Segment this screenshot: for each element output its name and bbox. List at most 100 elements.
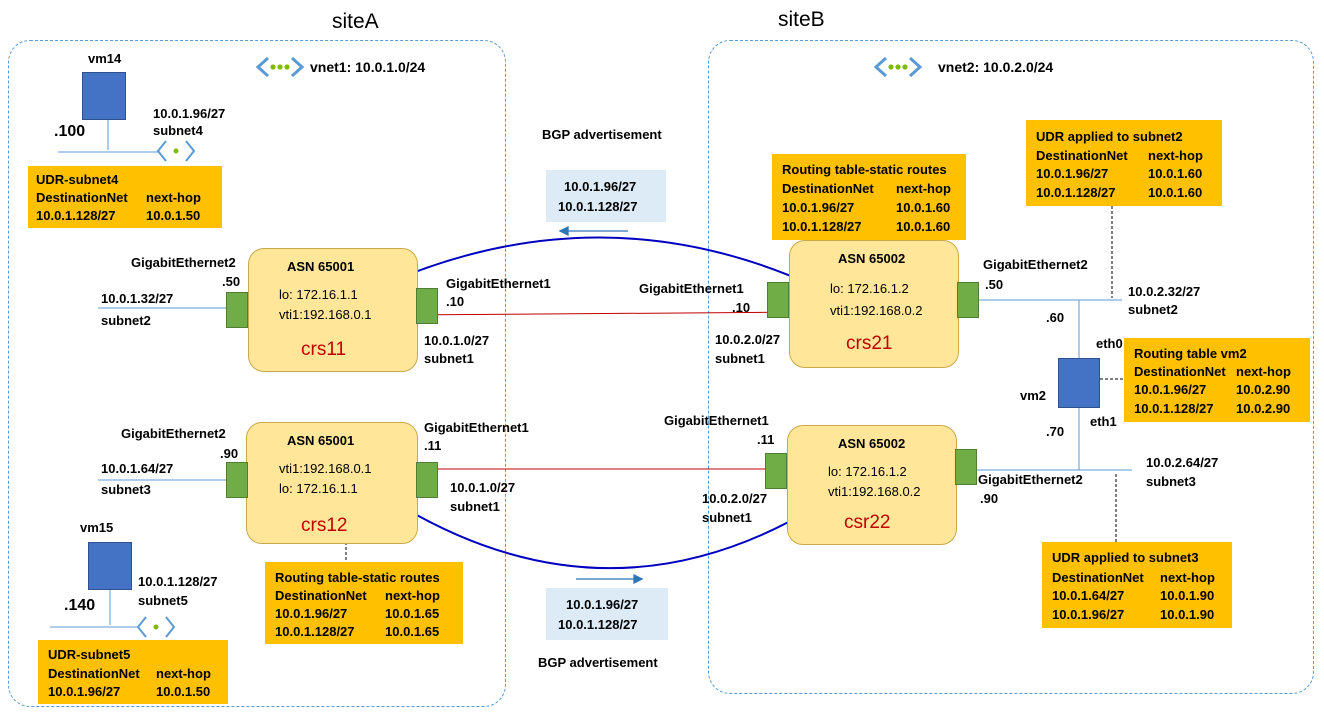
- bgp-bottom-label: BGP advertisement: [538, 655, 658, 670]
- csr22-lo: lo: 172.16.1.2: [828, 464, 907, 479]
- vm15-icon[interactable]: [88, 542, 132, 590]
- crs12-router[interactable]: ASN 65001 vti1:192.168.0.1 lo: 172.16.1.…: [246, 422, 418, 544]
- crs12-ge2-net: 10.0.1.64/27: [101, 461, 174, 476]
- crs12-lo: lo: 172.16.1.1: [279, 481, 358, 496]
- crs11-ge2-label: GigabitEthernet2: [131, 255, 236, 270]
- crs11-ge1-subnet: subnet1: [424, 351, 474, 366]
- bgp-top-label: BGP advertisement: [542, 127, 662, 142]
- bgp-top-prefix-1: 10.0.1.96/27: [564, 179, 637, 194]
- crs11-lo: lo: 172.16.1.1: [279, 287, 358, 302]
- vm15-subnet: subnet5: [138, 593, 188, 608]
- crs12-ge1-port[interactable]: [416, 462, 438, 498]
- crs12-ge2-label: GigabitEthernet2: [121, 426, 226, 441]
- crs21-ge2-net: 10.0.2.32/27: [1128, 284, 1201, 299]
- site-b-title: siteB: [778, 8, 825, 31]
- vm2-eth0: eth0: [1096, 336, 1123, 351]
- udr-subnet2-r2c2: 10.0.1.60: [1148, 185, 1203, 200]
- vm15-name: vm15: [80, 520, 114, 535]
- vm2-icon[interactable]: [1058, 358, 1100, 408]
- csr22-ge1-subnet: subnet1: [702, 510, 752, 525]
- crs21-static-r2c1: 10.0.1.128/27: [782, 219, 862, 234]
- crs12-static-r2c1: 10.0.1.128/27: [275, 624, 355, 639]
- crs12-ge2-subnet: subnet3: [101, 482, 151, 497]
- udr-subnet2-r1c1: 10.0.1.96/27: [1036, 166, 1109, 181]
- udr-subnet2-title: UDR applied to subnet2: [1036, 129, 1183, 144]
- crs12-ge1-ip: .11: [424, 438, 442, 453]
- site-a-title: siteA: [332, 10, 379, 33]
- csr22-ge2-ip: .90: [980, 491, 999, 506]
- crs12-static-h1: DestinationNet: [275, 588, 367, 603]
- bgp-bottom-box: 10.0.1.96/27 10.0.1.128/27: [546, 588, 668, 640]
- site-b-container: [708, 40, 1314, 694]
- crs11-ge2-port[interactable]: [226, 292, 248, 328]
- vm2-routing-h2: next-hop: [1236, 364, 1291, 379]
- crs11-ge2-ip: .50: [222, 274, 241, 289]
- crs21-static-r1c2: 10.0.1.60: [896, 200, 951, 215]
- crs12-ge1-label: GigabitEthernet1: [424, 420, 529, 435]
- udr-subnet3-table: UDR applied to subnet3 DestinationNet ne…: [1042, 542, 1232, 628]
- crs21-ge1-subnet: subnet1: [715, 351, 765, 366]
- crs12-ge2-ip: .90: [220, 446, 239, 461]
- bgp-bottom-prefix-2: 10.0.1.128/27: [558, 617, 638, 632]
- crs21-static-r1c1: 10.0.1.96/27: [782, 200, 855, 215]
- crs21-router[interactable]: ASN 65002 lo: 172.16.1.2 vti1:192.168.0.…: [789, 240, 959, 368]
- crs12-name: crs12: [301, 515, 348, 536]
- vm2-routing-r2c2: 10.0.2.90: [1236, 401, 1291, 416]
- crs12-ge1-subnet: subnet1: [450, 499, 500, 514]
- udr-subnet2-table: UDR applied to subnet2 DestinationNet ne…: [1026, 120, 1222, 206]
- crs12-ge2-port[interactable]: [226, 462, 248, 498]
- crs11-ge1-net: 10.0.1.0/27: [424, 333, 490, 348]
- crs12-static-r2c2: 10.0.1.65: [385, 624, 440, 639]
- vm14-icon[interactable]: [82, 72, 126, 120]
- crs21-static-title: Routing table-static routes: [782, 162, 947, 177]
- crs21-ge2-subnet: subnet2: [1128, 302, 1178, 317]
- crs21-static-r2c2: 10.0.1.60: [896, 219, 951, 234]
- crs21-asn: ASN 65002: [838, 251, 906, 266]
- crs21-static-h1: DestinationNet: [782, 181, 874, 196]
- vm2-eth1: eth1: [1090, 414, 1117, 429]
- udr-subnet4-row-hop: 10.0.1.50: [146, 208, 201, 223]
- crs21-static-h2: next-hop: [896, 181, 951, 196]
- udr-subnet5-title: UDR-subnet5: [48, 647, 131, 662]
- crs21-ge1-label: GigabitEthernet1: [639, 281, 744, 296]
- csr22-ge2-net: 10.0.2.64/27: [1146, 455, 1219, 470]
- csr22-ge2-label: GigabitEthernet2: [978, 472, 1083, 487]
- crs11-ge1-label: GigabitEthernet1: [446, 276, 551, 291]
- vm2-routing-r1c2: 10.0.2.90: [1236, 382, 1291, 397]
- crs12-static-r1c1: 10.0.1.96/27: [275, 606, 348, 621]
- crs11-ge1-port[interactable]: [416, 288, 438, 324]
- udr-subnet5-table: UDR-subnet5 DestinationNet next-hop 10.0…: [38, 640, 228, 704]
- csr22-name: csr22: [844, 512, 891, 533]
- csr22-ge1-label: GigabitEthernet1: [664, 413, 769, 428]
- crs11-name: crs11: [301, 339, 347, 360]
- udr-subnet3-title: UDR applied to subnet3: [1052, 550, 1199, 565]
- crs12-static-h2: next-hop: [385, 588, 440, 603]
- vm2-routing-r1c1: 10.0.1.96/27: [1134, 382, 1207, 397]
- crs21-ge1-net: 10.0.2.0/27: [715, 332, 781, 347]
- vm2-routing-title: Routing table vm2: [1134, 346, 1247, 361]
- crs21-name: crs21: [846, 333, 893, 354]
- crs11-router[interactable]: ASN 65001 lo: 172.16.1.1 vti1:192.168.0.…: [248, 248, 418, 372]
- crs12-static-title: Routing table-static routes: [275, 570, 440, 585]
- csr22-router[interactable]: ASN 65002 lo: 172.16.1.2 vti1:192.168.0.…: [787, 425, 957, 545]
- vnet-icons: [136, 56, 923, 638]
- vm14-ip: .100: [54, 123, 86, 140]
- udr-subnet2-r1c2: 10.0.1.60: [1148, 166, 1203, 181]
- crs21-static-table: Routing table-static routes DestinationN…: [772, 154, 966, 240]
- udr-subnet2-r2c1: 10.0.1.128/27: [1036, 185, 1116, 200]
- vnet2-label: vnet2: 10.0.2.0/24: [938, 59, 1054, 75]
- udr-subnet4-header-dest: DestinationNet: [36, 190, 128, 205]
- vnet1-label: vnet1: 10.0.1.0/24: [310, 59, 426, 75]
- vm2-name: vm2: [1020, 388, 1047, 403]
- udr-subnet5-h1: DestinationNet: [48, 666, 140, 681]
- udr-subnet3-r1c1: 10.0.1.64/27: [1052, 588, 1125, 603]
- csr22-ge2-port[interactable]: [955, 449, 977, 485]
- crs12-static-r1c2: 10.0.1.65: [385, 606, 440, 621]
- crs11-asn: ASN 65001: [287, 259, 355, 274]
- crs21-ge1-ip: .10: [732, 300, 751, 315]
- csr22-ge1-port[interactable]: [765, 453, 787, 489]
- crs21-ge2-port[interactable]: [957, 282, 979, 318]
- csr22-ge2-subnet: subnet3: [1146, 474, 1196, 489]
- udr-subnet4-table: UDR-subnet4 DestinationNet next-hop 10.0…: [28, 166, 222, 228]
- crs21-ge1-port[interactable]: [767, 282, 789, 318]
